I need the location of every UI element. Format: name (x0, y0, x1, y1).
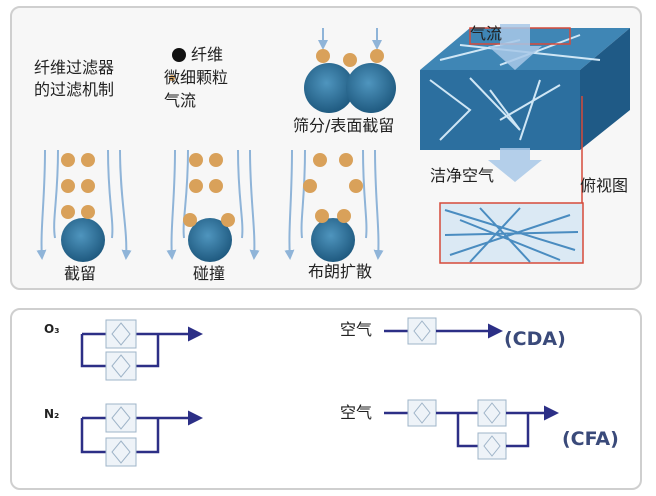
label-sieve: 筛分/表面截留 (293, 116, 395, 135)
o3-pipe-diagram (80, 319, 203, 381)
cfa-pipe-diagram (384, 399, 559, 460)
n2-pipe-diagram (80, 403, 203, 467)
label-cda: (CDA) (504, 328, 566, 350)
cda-pipe-diagram (384, 317, 503, 345)
label-n2: N₂ (44, 407, 60, 421)
impaction-diagram (166, 149, 260, 262)
label-topview: 俯视图 (580, 176, 629, 195)
label-air-cda: 空气 (340, 320, 373, 339)
label-airflow: 气流 (470, 24, 503, 43)
label-impaction: 碰撞 (193, 264, 226, 283)
brownian-diagram (284, 149, 384, 262)
legend-particle-label: 微细颗粒 (164, 68, 229, 87)
label-cfa: (CFA) (562, 428, 619, 450)
legend-airflow-label: 气流 (164, 91, 197, 110)
interception-diagram (36, 149, 132, 262)
legend-fiber-dot (172, 48, 186, 62)
label-clean-air: 洁净空气 (430, 166, 495, 185)
gas-supply-panel (10, 308, 642, 490)
label-air-cfa: 空气 (340, 403, 373, 422)
sieve-diagram (304, 28, 396, 113)
legend-fiber-label: 纤维 (191, 45, 224, 64)
label-interception: 截留 (64, 264, 97, 283)
filter-block (420, 24, 630, 182)
legend-particle-dot (169, 75, 175, 81)
label-o3: O₃ (44, 322, 60, 336)
title-line2: 的过滤机制 (34, 80, 115, 99)
topview-block (439, 96, 584, 264)
title-line1: 纤维过滤器 (34, 58, 115, 77)
label-brownian: 布朗扩散 (308, 262, 373, 281)
